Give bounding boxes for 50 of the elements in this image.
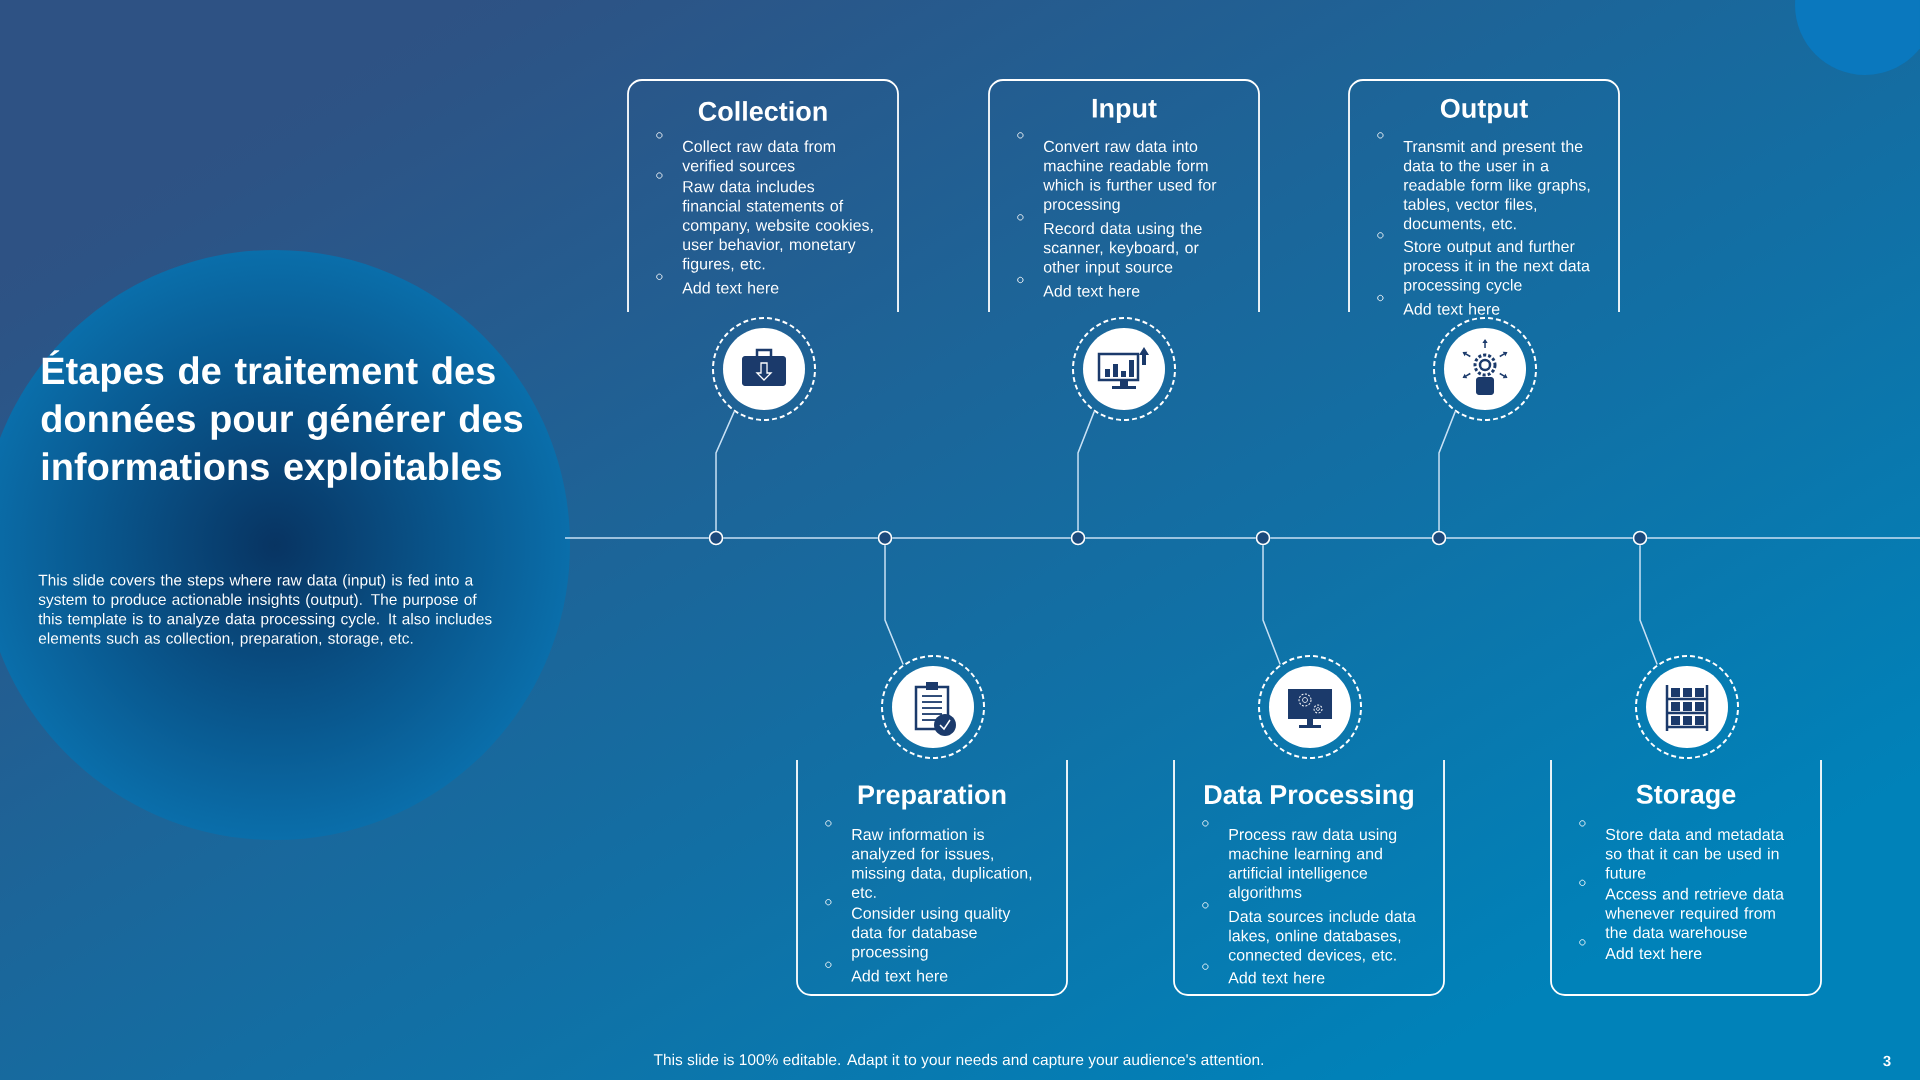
card-heading: Storage [1636, 784, 1736, 810]
bullet-text: Record data using the scanner, keyboard, or other input source [1043, 222, 1202, 276]
leader-line [884, 544, 904, 666]
bullet-text: Add text here [1605, 947, 1702, 960]
bullet-text: Add text here [1043, 285, 1140, 297]
bullet-text: Add text here [851, 969, 948, 982]
timeline-line [1084, 537, 1257, 539]
timeline-line [564, 537, 710, 539]
bullet-text: Transmit and present the data to the user in a readable form like graphs, tables, vector files, documents, etc. [1403, 140, 1590, 232]
leader-line [1077, 410, 1095, 532]
bullet-text: Store output and further process it in the next data processing cycle [1403, 240, 1590, 294]
bullet-text: Raw information is analyzed for issues, missing data, duplication, etc. [851, 828, 1032, 898]
page-number: 3 [1883, 1055, 1891, 1067]
card [627, 79, 899, 313]
bullet-text: Access and retrieve data whenever required from the data warehouse [1605, 887, 1784, 939]
bullet-text: Data sources include data lakes, online databases, connected devices, etc. [1228, 910, 1416, 963]
slide-title: Étapes de traitement des données pour générer des informations exploitables [41, 350, 523, 488]
card-heading: Collection [698, 101, 827, 121]
bullet-text: Collect raw data from verified sources [682, 140, 835, 172]
timeline-line [1646, 537, 1920, 539]
card-heading: Data Processing [1205, 784, 1413, 810]
timeline-line [1269, 537, 1433, 539]
icon-badge [1072, 317, 1176, 421]
bullet-text: Add text here [1228, 971, 1325, 984]
card-heading: Preparation [858, 784, 1006, 810]
leader-line [715, 410, 735, 532]
bullet-text: Add text here [1403, 303, 1500, 315]
leader-line [1438, 410, 1456, 532]
bullet-text: Raw data includes financial statements of company, website cookies, user behavior, monetary figures, etc. [682, 180, 873, 273]
bullet-text: Process raw data using machine learning and artificial intelligence algorithms [1228, 828, 1397, 902]
card [796, 759, 1068, 996]
card [1173, 759, 1445, 996]
timeline-line [1445, 537, 1634, 539]
footer-text: This slide is 100% editable. Adapt it to your needs and capture your audience's attention. [653, 1053, 1263, 1069]
timeline-line [722, 537, 879, 539]
leader-line [1262, 544, 1281, 666]
card-heading: Input [1092, 98, 1157, 124]
card-heading: Output [1440, 98, 1528, 124]
card [1348, 79, 1620, 315]
leader-line [1639, 544, 1658, 666]
description-text: This slide covers the steps where raw data (input) is fed into a system to produce actionable insights (output). The purpose of this template is to analyze data processing cycle. It also includes elements such as collection, preparation, storage, etc. [38, 574, 492, 647]
bullet-text: Store data and metadata so that it can be used in future [1605, 828, 1784, 879]
card [1550, 759, 1822, 996]
card [988, 79, 1260, 313]
bullet-text: Consider using quality data for database processing [851, 907, 1011, 961]
icon-badge [881, 655, 985, 759]
timeline-line [891, 537, 1072, 539]
icon-badge [1433, 317, 1537, 421]
bullet-text: Add text here [682, 281, 779, 294]
bullet-text: Convert raw data into machine readable form which is further used for processing [1043, 140, 1217, 214]
